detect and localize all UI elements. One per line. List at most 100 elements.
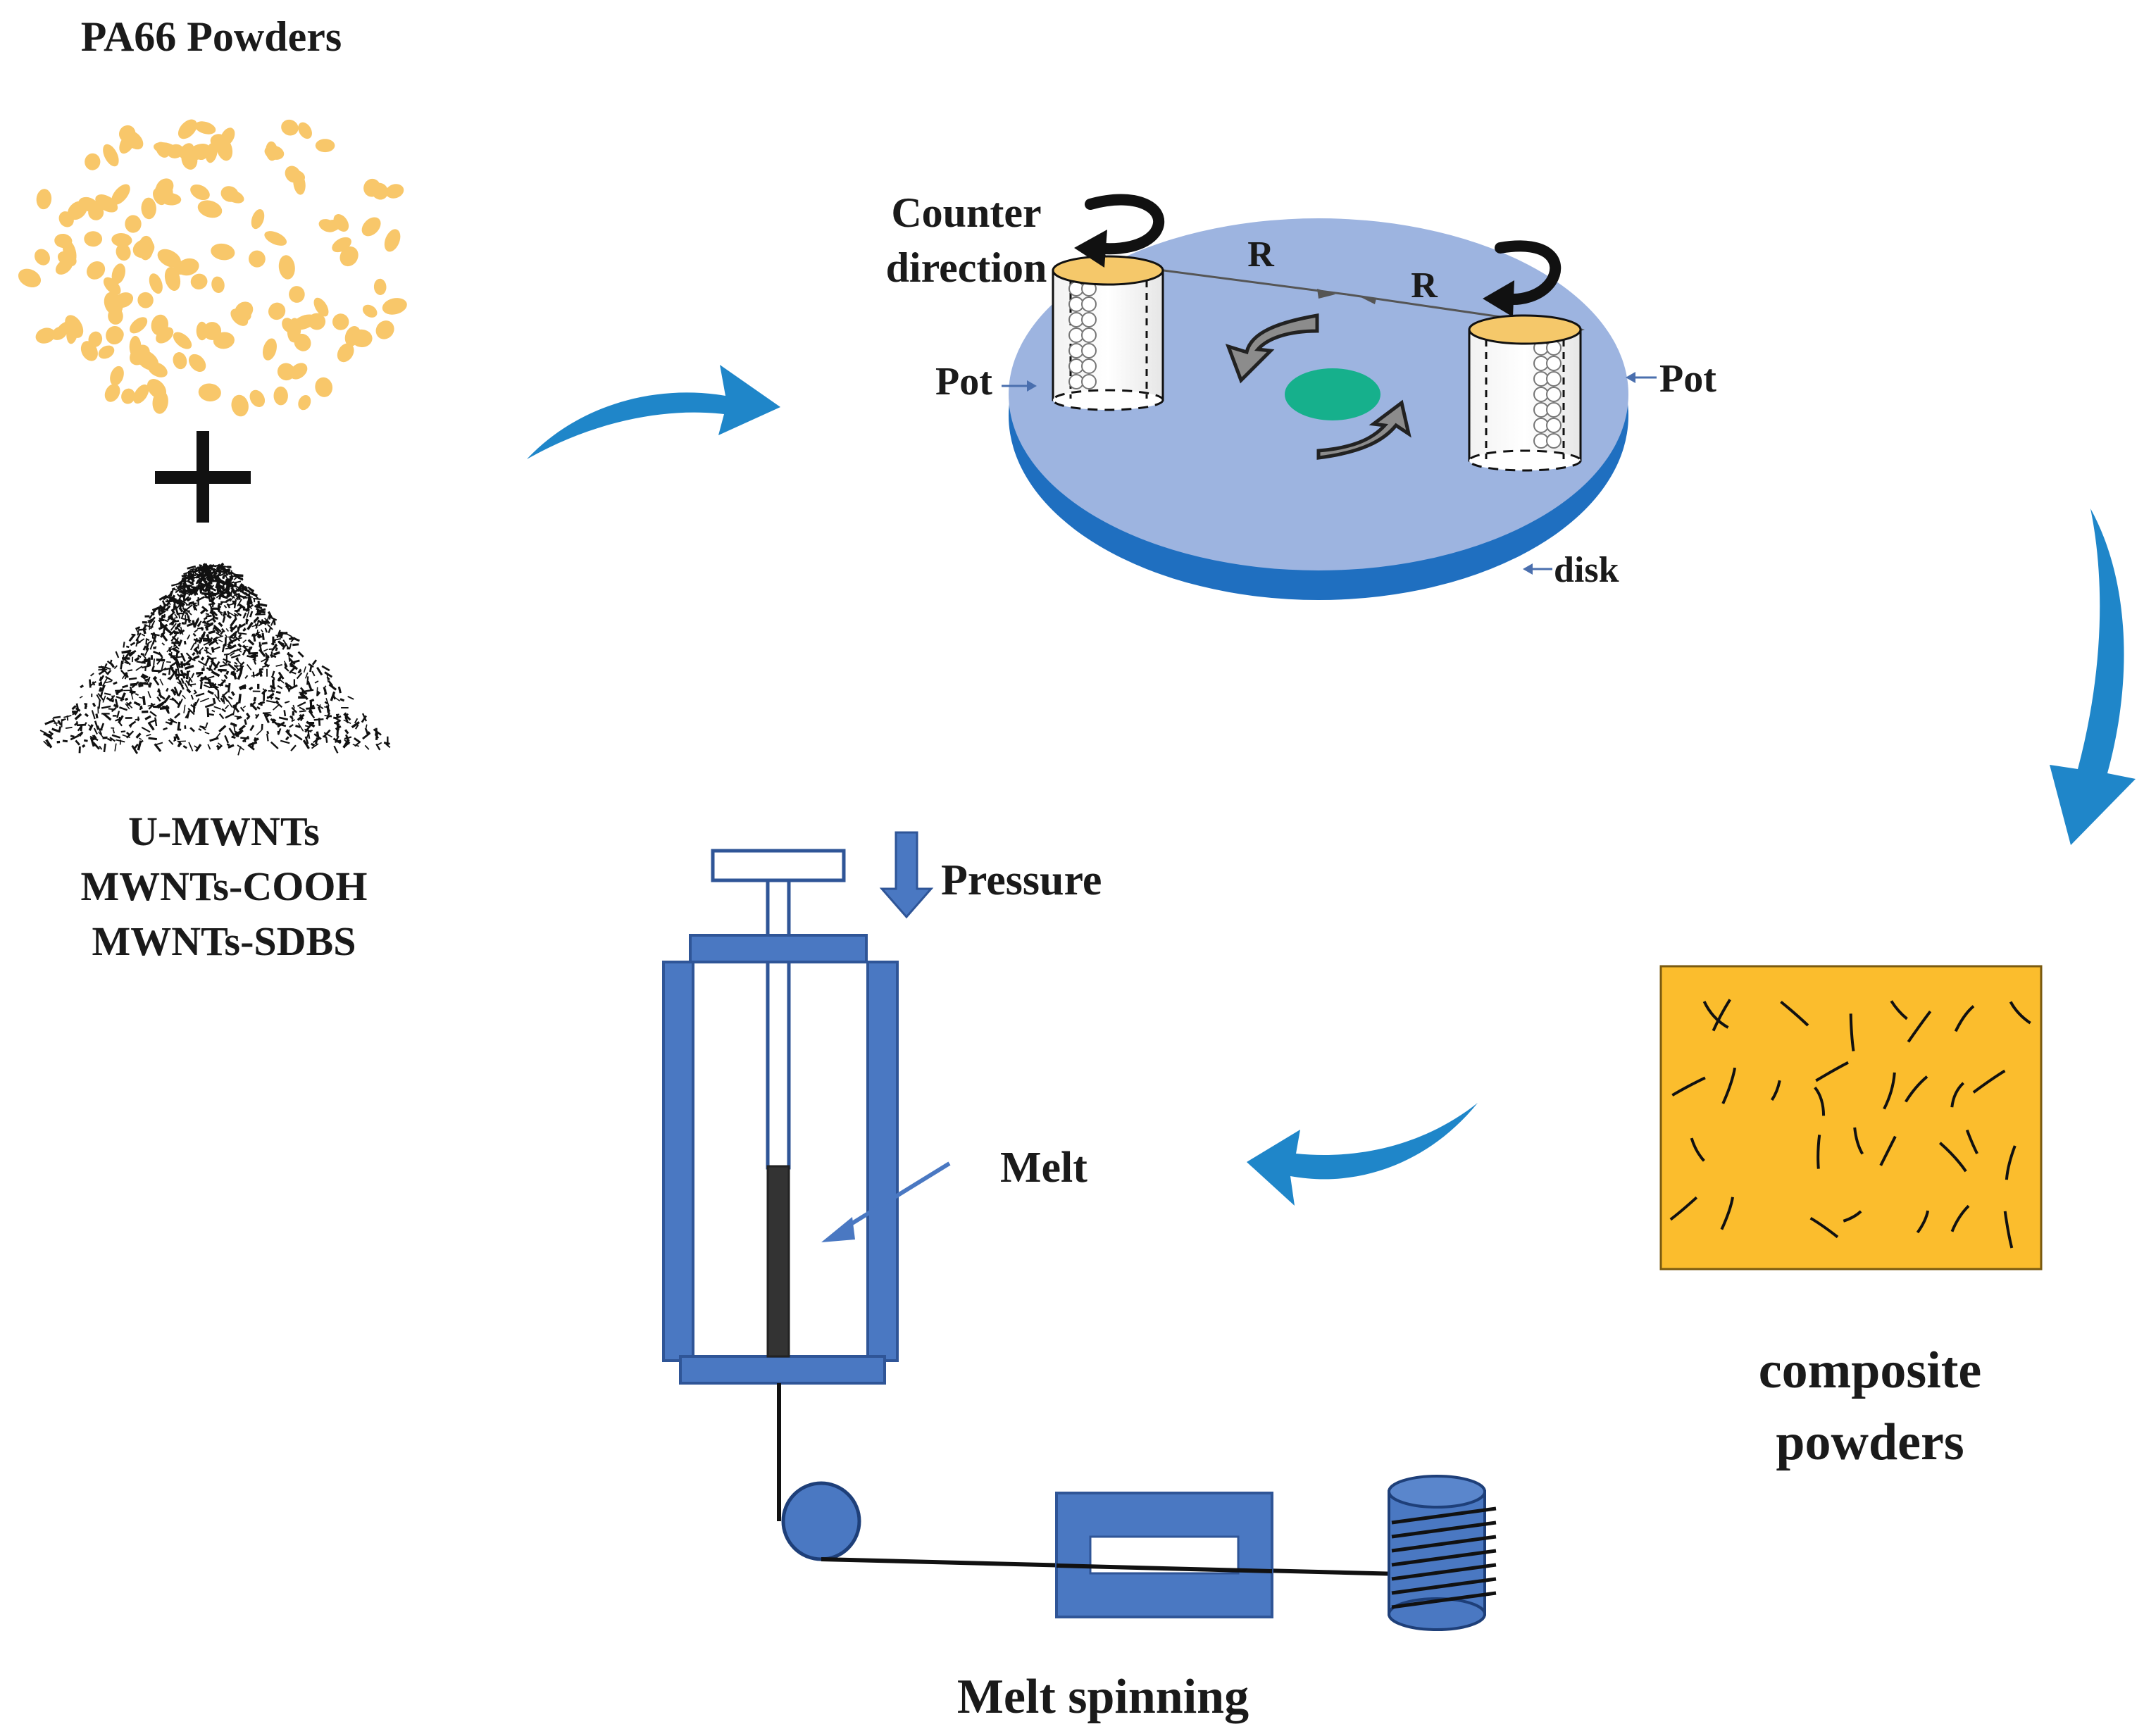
cnt-type-u-mwnts: U-MWNTs	[128, 808, 320, 854]
cnt-strand	[206, 655, 215, 662]
cnt-strand	[172, 647, 180, 654]
cnt-strand	[215, 616, 218, 620]
cnt-strand	[142, 673, 149, 679]
cnt-strand	[147, 721, 155, 731]
cnt-fiber	[2005, 1145, 2017, 1180]
cnt-strand	[193, 586, 199, 596]
cnt-strand	[286, 729, 289, 733]
cnt-strand	[194, 585, 199, 590]
cnt-strand	[236, 623, 242, 632]
cnt-strand	[232, 592, 239, 599]
cnt-fiber	[1780, 1000, 1809, 1027]
cnt-strand	[225, 627, 229, 632]
cnt-strand	[174, 605, 179, 616]
cnt-strand	[199, 651, 201, 655]
cnt-strand	[304, 689, 314, 693]
cnt-strand	[172, 642, 180, 650]
cnt-strand	[258, 668, 264, 671]
disk-label: disk	[1554, 550, 1619, 590]
cnt-strand	[209, 737, 219, 742]
cnt-strand	[101, 677, 108, 687]
pressure-arrow-icon	[879, 831, 934, 919]
cnt-fiber	[1965, 1129, 1978, 1154]
cnt-strand	[273, 620, 276, 625]
cnt-strand	[216, 592, 223, 599]
cnt-strand	[261, 723, 263, 730]
cnt-fiber	[1809, 1216, 1839, 1239]
cnt-strand	[171, 635, 180, 644]
cnt-strand	[102, 695, 106, 703]
cnt-strand	[140, 675, 147, 680]
cnt-strand	[153, 609, 157, 613]
cnt-strand	[325, 698, 330, 707]
cnt-strand	[39, 730, 47, 735]
cnt-strand	[251, 742, 255, 749]
cnt-strand	[305, 672, 308, 679]
cnt-strand	[168, 590, 173, 597]
cnt-strand	[351, 721, 360, 729]
powder-granule	[339, 246, 359, 267]
cnt-strand	[293, 733, 303, 741]
cnt-strand	[95, 713, 99, 719]
cnt-strand	[299, 687, 307, 695]
cnt-strand	[114, 699, 118, 707]
cnt-strand	[347, 696, 354, 700]
cnt-strand	[222, 694, 229, 702]
cnt-strand	[182, 745, 187, 749]
cnt-strand	[308, 730, 313, 732]
cnt-fiber	[1721, 1067, 1737, 1104]
cnt-strand	[149, 620, 151, 630]
cnt-strand	[105, 680, 112, 684]
milling-bead	[1546, 371, 1562, 387]
cnt-strand	[273, 637, 282, 642]
cnt-strand	[147, 691, 151, 699]
cnt-strand	[221, 644, 225, 653]
powder-granule	[137, 292, 154, 308]
cnt-strand	[263, 658, 269, 666]
cnt-strand	[211, 617, 216, 623]
cnt-strand	[188, 742, 194, 751]
cnt-strand	[184, 682, 189, 689]
cnt-strand	[344, 729, 349, 735]
cnt-strand	[152, 677, 160, 686]
cnt-strand	[187, 656, 196, 661]
cnt-strand	[261, 629, 263, 633]
powder-granule	[362, 304, 378, 318]
cnt-strand	[198, 636, 204, 644]
powder-granule	[332, 237, 351, 253]
barrel-top-cap	[689, 934, 868, 963]
cnt-strand	[183, 704, 186, 713]
powder-granule	[205, 142, 218, 163]
cnt-strand	[208, 586, 217, 592]
cnt-strand	[273, 651, 280, 656]
cnt-strand	[328, 680, 334, 687]
cnt-strand	[345, 734, 349, 742]
cnt-strand	[96, 725, 103, 735]
cnt-strand	[256, 706, 261, 710]
cnt-strand	[227, 611, 230, 615]
cnt-strand	[151, 635, 157, 645]
cnt-strand	[337, 686, 342, 694]
powder-granule	[173, 352, 187, 370]
cnt-strand	[169, 630, 176, 636]
cnt-strand	[216, 744, 223, 751]
cnt-strand	[109, 737, 116, 742]
cnt-strand	[158, 623, 168, 630]
cnt-strand	[177, 689, 182, 697]
cnt-strand	[175, 733, 180, 741]
cnt-strand	[145, 643, 149, 651]
cnt-strand	[126, 701, 133, 709]
cnt-strand	[326, 676, 330, 680]
cnt-strand	[176, 593, 181, 597]
winding-line	[1391, 1577, 1497, 1595]
cnt-strand	[230, 587, 237, 594]
cnt-strand	[223, 653, 230, 656]
cnt-strand	[174, 712, 181, 719]
cnt-strand	[111, 695, 115, 701]
cnt-strand	[130, 692, 134, 700]
powder-granule	[111, 263, 125, 285]
cnt-strand	[247, 655, 256, 659]
cnt-strand	[147, 704, 156, 707]
cnt-strand	[113, 704, 119, 708]
cnt-strand	[266, 692, 275, 699]
